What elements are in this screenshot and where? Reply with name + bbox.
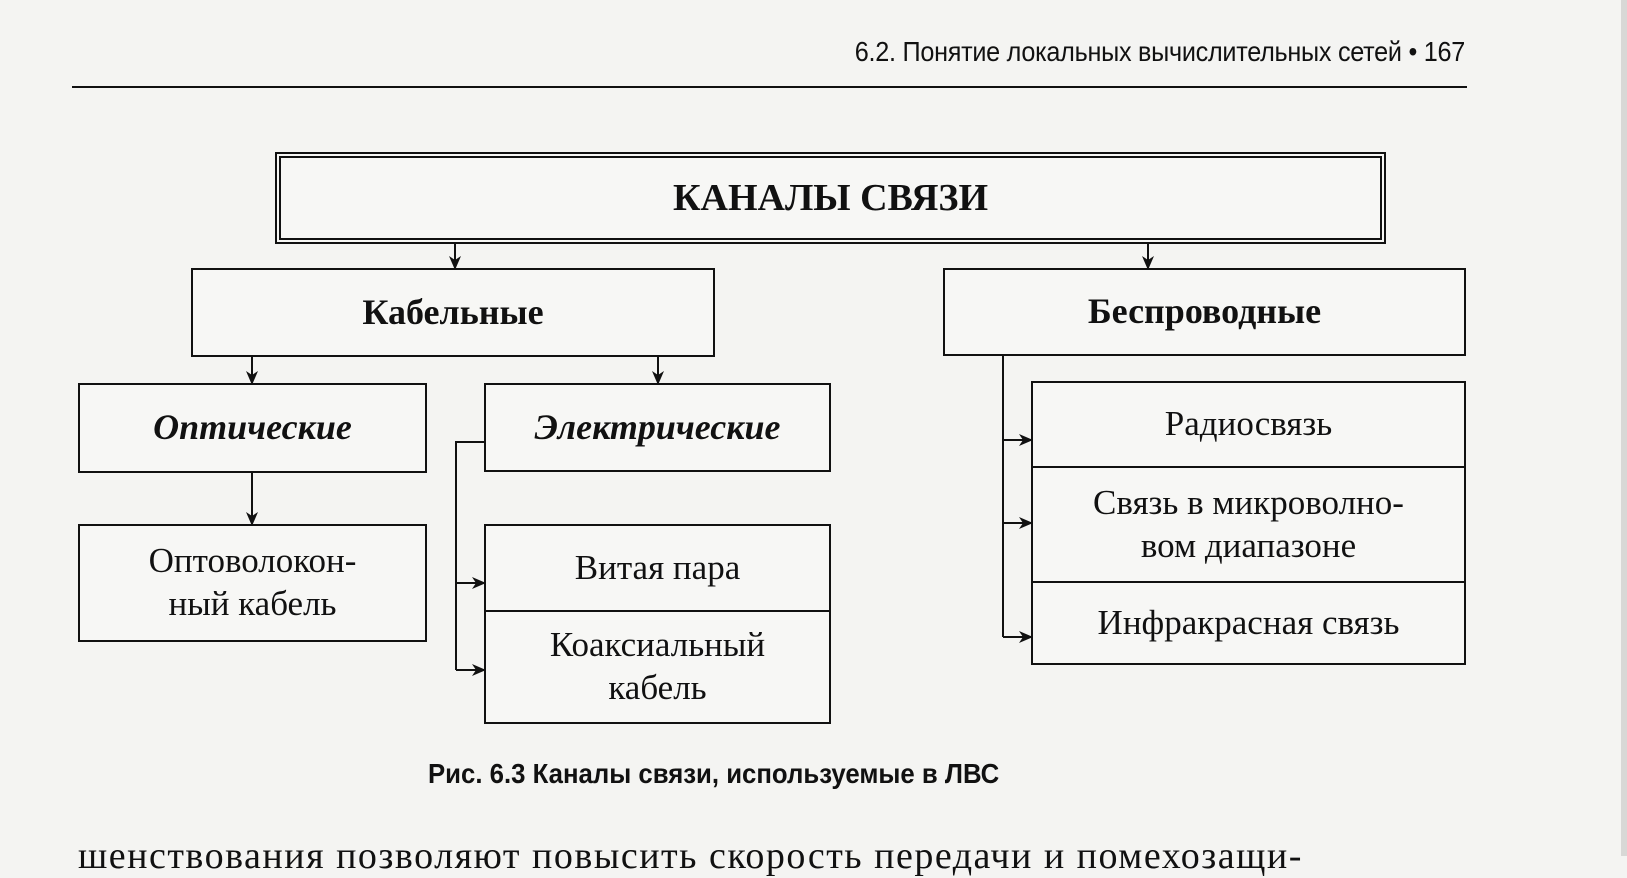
wireless-items-box: Радиосвязь Связь в микроволно- вом диапа…	[1031, 381, 1466, 665]
electrical-items-box: Витая пара Коаксиальный кабель	[484, 524, 831, 724]
bracket-electrical	[455, 441, 484, 670]
cable-label: Кабельные	[362, 291, 544, 332]
radio-cell: Радиосвязь	[1033, 383, 1464, 466]
electrical-box: Электрические	[484, 383, 831, 472]
wireless-divider-2	[1033, 581, 1464, 583]
coax-cell: Коаксиальный кабель	[486, 612, 829, 722]
diagram-connectors	[246, 244, 1154, 676]
twisted-pair-cell: Витая пара	[486, 526, 829, 610]
optical-box: Оптические	[78, 383, 427, 473]
running-header: 6.2. Понятие локальных вычислительных се…	[854, 36, 1465, 67]
figure-caption: Рис. 6.3 Каналы связи, используемые в ЛВ…	[428, 758, 1000, 789]
coax-label: Коаксиальный кабель	[549, 625, 766, 707]
title-box: КАНАЛЫ СВЯЗИ	[275, 152, 1386, 244]
radio-label: Радиосвязь	[1164, 404, 1333, 444]
page-edge	[1621, 0, 1627, 856]
electrical-divider	[486, 610, 829, 612]
infrared-cell: Инфракрасная связь	[1033, 583, 1464, 663]
cable-box: Кабельные	[191, 268, 715, 357]
body-text-cutoff: шенствования позволяют повысить скорость…	[78, 835, 1303, 877]
fiber-cable-box: Оптоволокон- ный кабель	[78, 524, 427, 642]
twisted-pair-label: Витая пара	[574, 547, 741, 587]
microwave-label: Связь в микроволно- вом диапазоне	[1093, 482, 1404, 565]
optical-label: Оптические	[153, 407, 352, 448]
electrical-label: Электрические	[534, 406, 781, 447]
title-text: КАНАЛЫ СВЯЗИ	[672, 176, 989, 219]
wireless-box: Беспроводные	[943, 268, 1466, 356]
infrared-label: Инфракрасная связь	[1097, 602, 1400, 642]
wireless-divider-1	[1033, 466, 1464, 468]
microwave-cell: Связь в микроволно- вом диапазоне	[1033, 468, 1464, 581]
fiber-cable-label: Оптоволокон- ный кабель	[148, 541, 357, 623]
header-rule	[72, 86, 1467, 88]
wireless-label: Беспроводные	[1087, 291, 1322, 332]
